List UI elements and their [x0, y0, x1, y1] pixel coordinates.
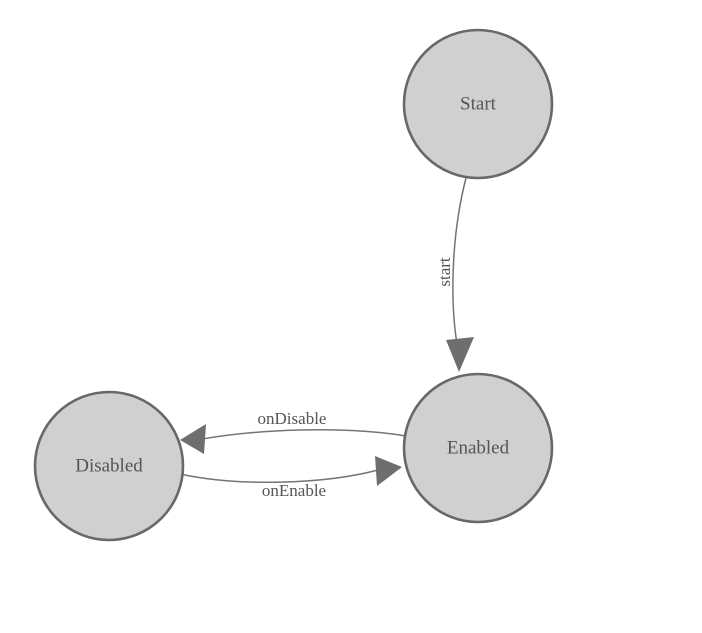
edge-enabled-to-disabled[interactable] — [180, 424, 407, 454]
edge-line-disabled-to-enabled — [179, 469, 379, 484]
state-node-disabled-label: Disabled — [75, 455, 143, 476]
state-node-start[interactable]: Start — [402, 28, 554, 180]
state-node-enabled-circle[interactable] — [402, 372, 554, 524]
state-node-start-circle[interactable] — [402, 28, 554, 180]
edge-label-ondisable: onDisable — [258, 409, 327, 428]
arrowhead-icon-start-to-enabled — [446, 337, 474, 372]
state-node-disabled-circle[interactable] — [33, 390, 185, 542]
edge-label-onenable: onEnable — [262, 481, 326, 500]
state-node-enabled[interactable]: Enabled — [402, 372, 554, 524]
arrowhead-icon-enabled-to-disabled — [180, 424, 206, 454]
state-node-start-label: Start — [460, 93, 497, 114]
edge-line-enabled-to-disabled — [201, 428, 407, 440]
arrowhead-icon-disabled-to-enabled — [375, 456, 402, 486]
edge-label-start: start — [435, 257, 454, 287]
state-node-enabled-label: Enabled — [447, 437, 510, 458]
edge-disabled-to-enabled[interactable] — [179, 456, 402, 486]
edge-start-to-enabled[interactable] — [446, 177, 474, 372]
state-node-disabled[interactable]: Disabled — [33, 390, 185, 542]
edge-line-start-to-enabled — [452, 177, 467, 351]
